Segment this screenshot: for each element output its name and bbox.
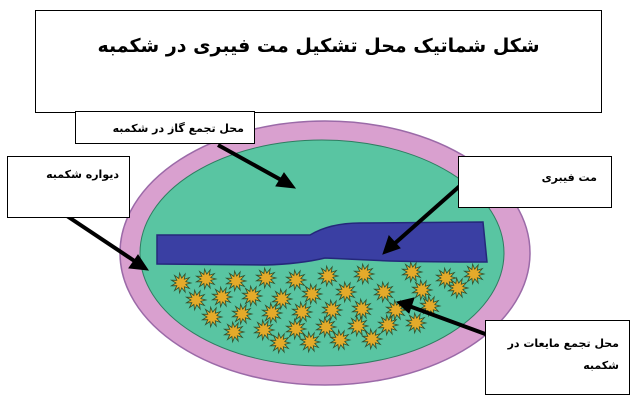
liquid-label-line2: شکمبه (486, 355, 619, 377)
gas-area-label: محل تجمع گاز در شکمبه (75, 111, 255, 144)
rumen-wall-label: دیواره شکمبه (7, 156, 130, 218)
liquid-area-label: محل تجمع مایعات در شکمبه (485, 320, 630, 395)
fiber-mat-label: مت فیبری (458, 156, 612, 208)
liquid-label-line1: محل تجمع مایعات در (486, 333, 619, 355)
